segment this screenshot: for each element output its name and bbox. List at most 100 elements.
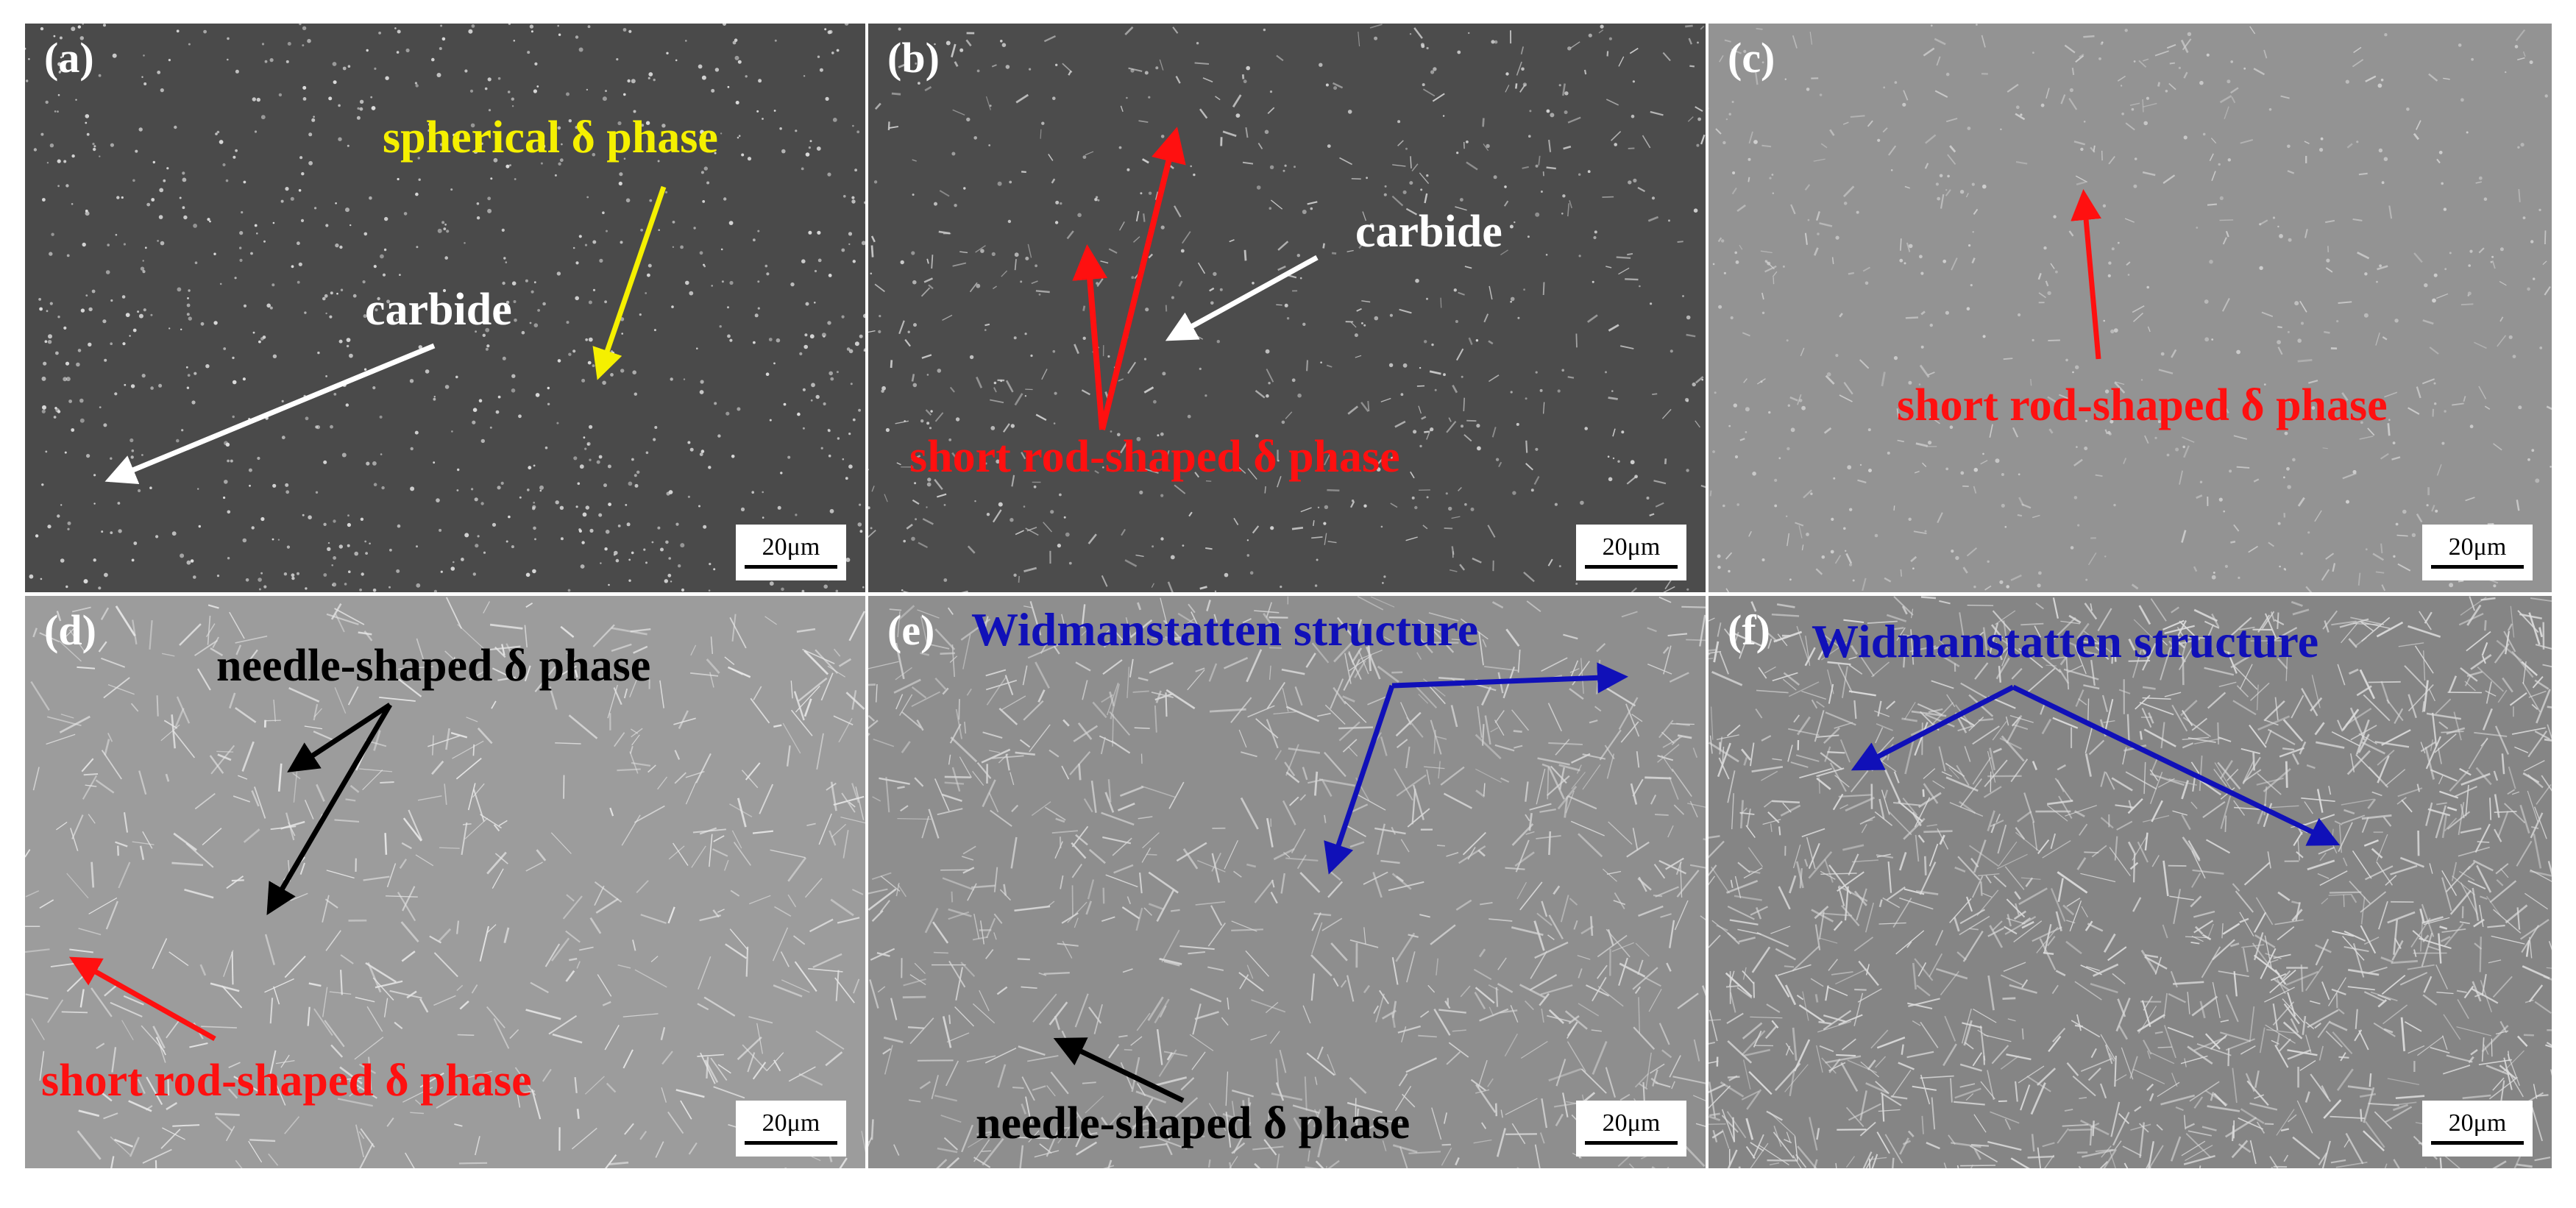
texture-needle	[1878, 922, 1906, 925]
texture-needle	[207, 615, 211, 645]
texture-needle	[2201, 1126, 2217, 1131]
texture-dot	[71, 203, 74, 205]
texture-dot	[57, 410, 61, 413]
texture-dot	[47, 525, 52, 529]
texture-needle	[1285, 744, 1299, 776]
texture-needle	[2162, 174, 2176, 184]
texture-dot	[1291, 378, 1296, 383]
texture-needle	[2240, 1108, 2265, 1124]
texture-needle	[2516, 500, 2520, 511]
texture-needle	[345, 798, 356, 802]
texture-dot	[1594, 230, 1597, 234]
texture-needle	[1650, 110, 1664, 116]
texture-dot	[851, 199, 856, 204]
texture-dot	[1929, 323, 1933, 327]
texture-needle	[2355, 1009, 2358, 1029]
annotation-arrows-d	[68, 703, 393, 1042]
texture-needle	[1473, 968, 1492, 981]
texture-needle	[2047, 805, 2068, 822]
texture-needle	[1814, 994, 1819, 1003]
texture-dot	[2259, 223, 2262, 226]
texture-needle	[1362, 211, 1367, 221]
texture-dot	[1782, 265, 1785, 268]
texture-dot	[573, 456, 578, 461]
texture-needle	[1121, 906, 1140, 920]
texture-dot	[703, 263, 705, 266]
texture-dot	[1859, 463, 1862, 466]
texture-needle	[2182, 656, 2185, 686]
texture-dot	[927, 477, 932, 482]
texture-dot	[1728, 424, 1731, 427]
texture-needle	[149, 620, 153, 650]
texture-needle	[1307, 201, 1318, 205]
texture-needle	[2480, 597, 2496, 601]
texture-needle	[1049, 749, 1060, 758]
texture-needle	[2359, 1092, 2377, 1098]
texture-needle	[917, 609, 940, 619]
texture-needle	[1391, 671, 1403, 674]
texture-needle	[1689, 864, 1706, 869]
annotation-rod-delta: short rod-shaped δ phase	[1897, 380, 2388, 430]
texture-needle	[2224, 1116, 2257, 1138]
texture-dot	[155, 535, 159, 539]
texture-needle	[959, 756, 972, 778]
texture-dot	[2539, 347, 2543, 349]
texture-needle	[566, 647, 573, 655]
texture-needle	[1945, 189, 1951, 196]
texture-needle	[2018, 887, 2048, 906]
texture-needle	[1881, 372, 1886, 387]
texture-dot	[631, 458, 634, 461]
texture-needle	[1119, 786, 1144, 797]
texture-needle	[1618, 957, 1628, 987]
texture-dot	[471, 24, 475, 28]
texture-needle	[1784, 1064, 1809, 1092]
texture-needle	[367, 962, 382, 993]
texture-dot	[762, 516, 764, 519]
texture-dot	[1509, 224, 1514, 229]
texture-dot	[986, 513, 990, 516]
arrow-carbide	[1165, 255, 1319, 341]
texture-dot	[631, 79, 636, 84]
texture-needle	[1533, 920, 1545, 951]
texture-needle	[1577, 955, 1591, 960]
texture-needle	[1590, 916, 1594, 936]
texture-needle	[2052, 597, 2059, 619]
texture-needle	[184, 889, 214, 899]
texture-needle	[1932, 780, 1945, 789]
texture-needle	[173, 832, 197, 851]
texture-needle	[1475, 1089, 1490, 1094]
texture-needle	[2254, 1070, 2260, 1088]
texture-needle	[1762, 628, 1778, 642]
texture-needle	[2479, 937, 2482, 973]
texture-dot	[1414, 505, 1418, 510]
texture-dot	[60, 558, 65, 563]
texture-needle	[1772, 271, 1778, 277]
texture-dot	[536, 85, 539, 88]
texture-needle	[505, 643, 525, 677]
texture-needle	[1664, 458, 1667, 465]
texture-dot	[989, 104, 992, 107]
texture-dot	[2055, 270, 2058, 274]
texture-dot	[209, 220, 211, 223]
texture-dot	[190, 559, 194, 563]
texture-dot	[680, 245, 684, 249]
texture-needle	[1284, 761, 1296, 777]
texture-dot	[1269, 165, 1274, 169]
texture-needle	[1452, 384, 1458, 394]
texture-dot	[99, 155, 101, 157]
texture-dot	[46, 162, 49, 164]
texture-needle	[1152, 1076, 1188, 1087]
texture-dot	[848, 433, 851, 436]
texture-needle	[2314, 722, 2325, 736]
texture-needle	[922, 518, 934, 525]
texture-dot	[380, 254, 384, 259]
texture-needle	[1980, 460, 1988, 465]
texture-needle	[2494, 794, 2500, 818]
texture-needle	[2219, 95, 2232, 104]
texture-needle	[1346, 249, 1354, 252]
texture-needle	[1533, 475, 1540, 486]
texture-dot	[2384, 33, 2388, 37]
texture-needle	[2241, 944, 2265, 948]
texture-needle	[1494, 720, 1505, 736]
texture-needle	[1367, 644, 1372, 672]
